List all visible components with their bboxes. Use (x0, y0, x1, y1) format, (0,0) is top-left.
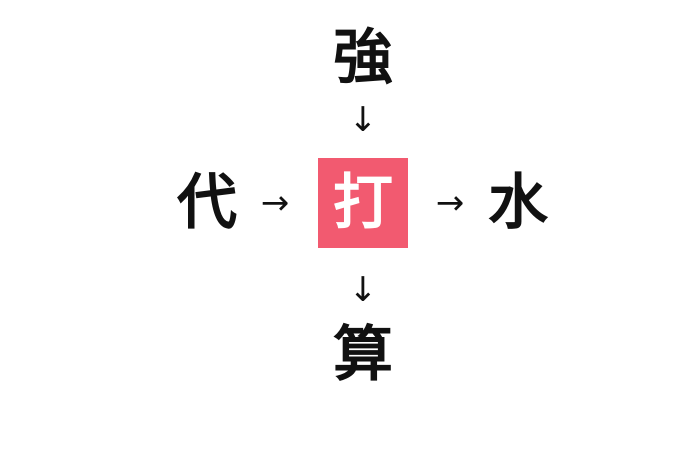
arrow-down-icon: ↓ (348, 100, 378, 140)
arrow-right-icon: → (260, 183, 290, 223)
arrow-right-icon: → (435, 183, 465, 223)
right-kanji: 水 (488, 168, 548, 238)
bottom-kanji: 算 (333, 320, 393, 390)
arrow-down-icon: ↓ (348, 270, 378, 310)
left-kanji: 代 (177, 168, 237, 238)
top-kanji: 強 (333, 23, 393, 93)
answer-kanji-box: 打 (318, 158, 408, 248)
